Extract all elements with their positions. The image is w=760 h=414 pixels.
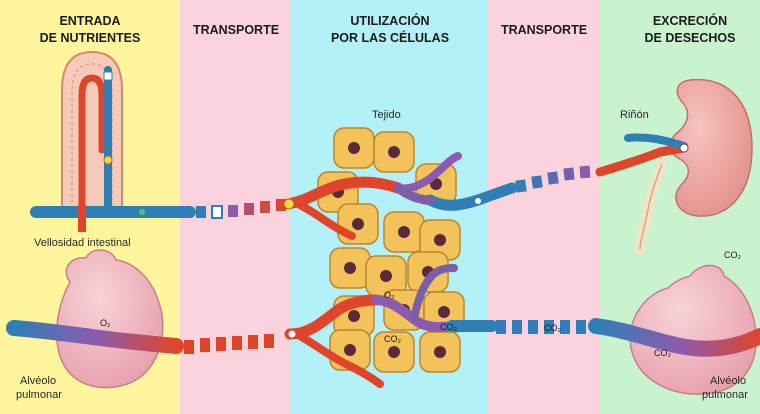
lower-tissue-marker bbox=[288, 330, 296, 338]
dash bbox=[560, 320, 570, 334]
dash bbox=[515, 179, 527, 192]
header-utilizacion-line2: POR LAS CÉLULAS bbox=[331, 30, 449, 45]
cell-nucleus bbox=[438, 306, 450, 318]
dash bbox=[496, 320, 506, 334]
dash bbox=[232, 336, 242, 350]
cell-nucleus bbox=[352, 218, 364, 230]
label-rinon: Riñón bbox=[620, 109, 649, 121]
column-transporte-2-bg bbox=[488, 0, 600, 414]
cell-nucleus bbox=[344, 262, 356, 274]
dash bbox=[216, 337, 226, 351]
label-co2-top: CO₂ bbox=[724, 250, 742, 260]
label-o2-left: O₂ bbox=[100, 318, 111, 328]
label-alveolo-left-1: Alvéolo bbox=[20, 375, 56, 387]
label-o2-tissue: O₂ bbox=[384, 290, 395, 300]
header-entrada-line2: DE NUTRIENTES bbox=[40, 31, 141, 45]
villus-marker-nutrient bbox=[104, 156, 112, 164]
cell-nucleus bbox=[434, 346, 446, 358]
upper-tissue-marker bbox=[284, 199, 294, 209]
label-co2-lung: CO₂ bbox=[654, 348, 672, 358]
header-excrecion-line1: EXCRECIÓN bbox=[653, 13, 727, 28]
dash bbox=[580, 166, 591, 179]
kidney-marker bbox=[680, 144, 688, 152]
dash bbox=[528, 320, 538, 334]
label-alveolo-right-2: pulmonar bbox=[702, 389, 748, 401]
cell-nucleus bbox=[348, 310, 360, 322]
upper-vein-marker bbox=[475, 198, 482, 205]
villus-marker-square bbox=[104, 72, 112, 80]
header-transporte-2: TRANSPORTE bbox=[501, 23, 587, 37]
header-entrada-line1: ENTRADA bbox=[59, 14, 120, 28]
dash bbox=[264, 334, 274, 348]
villus-junction-dot bbox=[139, 209, 145, 215]
label-vellosidad: Vellosidad intestinal bbox=[34, 237, 131, 249]
label-tejido: Tejido bbox=[372, 109, 401, 121]
label-alveolo-left-2: pulmonar bbox=[16, 389, 62, 401]
dash bbox=[196, 206, 206, 218]
label-co2-tissue-a: CO₂ bbox=[440, 322, 458, 332]
dash bbox=[512, 320, 522, 334]
header-excrecion-line2: DE DESECHOS bbox=[645, 31, 736, 45]
dash bbox=[260, 201, 270, 213]
dash bbox=[200, 338, 210, 352]
dash bbox=[248, 335, 258, 349]
dash bbox=[563, 168, 574, 181]
dash bbox=[212, 206, 222, 218]
label-co2-tissue-b: CO₂ bbox=[384, 334, 402, 344]
cell-nucleus bbox=[388, 146, 400, 158]
cell-nucleus bbox=[380, 270, 392, 282]
cell-nucleus bbox=[434, 234, 446, 246]
header-utilizacion-line1: UTILIZACIÓN bbox=[350, 13, 429, 28]
cell-nucleus bbox=[398, 226, 410, 238]
dash bbox=[244, 203, 254, 215]
header-transporte-1: TRANSPORTE bbox=[193, 23, 279, 37]
cell-nucleus bbox=[388, 346, 400, 358]
dash bbox=[576, 320, 586, 334]
dash bbox=[547, 171, 559, 184]
cell-nucleus bbox=[344, 344, 356, 356]
cell-nucleus bbox=[348, 142, 360, 154]
dash bbox=[228, 205, 238, 217]
dash bbox=[184, 340, 194, 354]
intestinal-villus bbox=[62, 52, 122, 215]
dash bbox=[531, 175, 543, 188]
label-co2-transport: CO₂ bbox=[544, 323, 562, 333]
label-alveolo-right-1: Alvéolo bbox=[710, 375, 746, 387]
